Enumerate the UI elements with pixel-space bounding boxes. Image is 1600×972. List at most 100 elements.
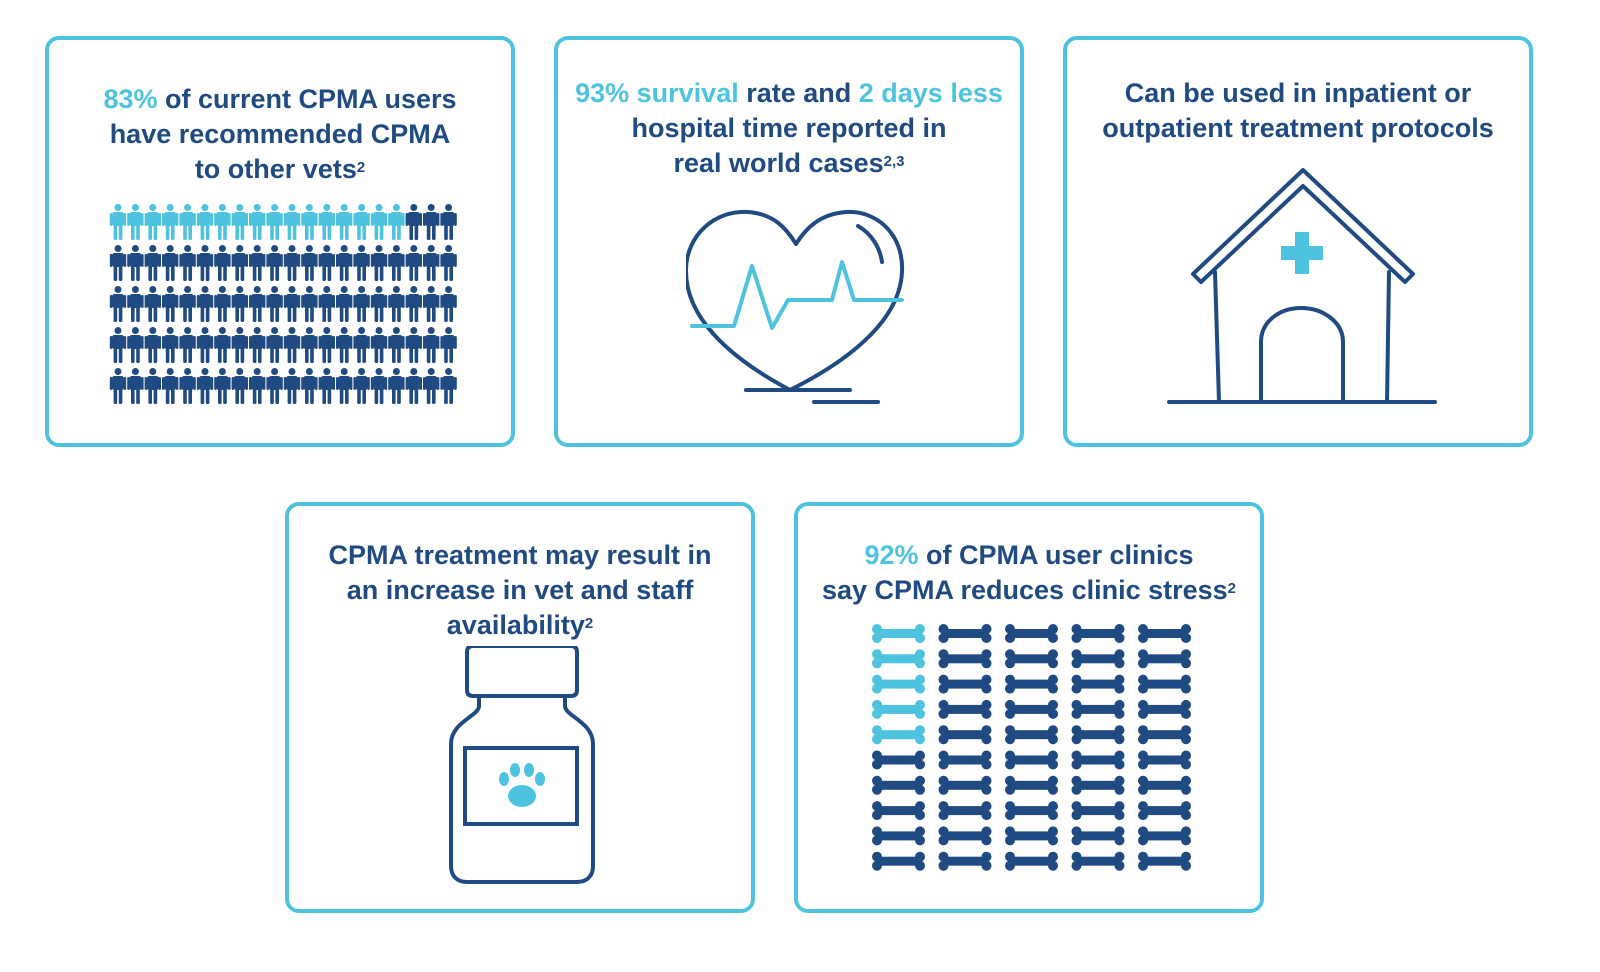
footnote-ref: 2 [356,159,366,176]
heartbeat-icon [686,206,916,406]
bone-icon [1071,826,1125,846]
bone-icon [1138,750,1191,770]
stat-highlight: 2 days less [858,78,1003,108]
person-icon [109,368,127,404]
bone-icon [938,826,992,846]
person-icon [353,286,370,322]
person-icon [423,368,440,404]
stat-card-availability: CPMA treatment may result in an increase… [285,502,755,913]
person-icon [388,286,405,322]
bone-icon [872,699,925,719]
person-icon [370,368,388,404]
person-icon [179,245,196,281]
bone-icon [1005,750,1058,770]
person-icon [388,327,405,363]
person-icon [127,245,144,281]
person-icon [301,368,318,404]
person-icon [336,286,353,322]
bone-icon [938,775,992,795]
bone-icon [1005,725,1058,745]
person-icon [353,204,370,240]
person-icon [318,245,335,281]
bone-icon [938,624,992,643]
person-icon [109,245,127,281]
person-icon [231,368,248,404]
person-icon [440,204,457,240]
person-icon [370,327,388,363]
person-icon [196,245,214,281]
person-icon [214,327,231,363]
person-icon [249,286,266,322]
person-icon [144,286,161,322]
person-icon [301,245,318,281]
bone-icon [1071,851,1125,871]
people-grid-icon [109,202,459,407]
bone-icon [1071,649,1125,669]
bone-icon [938,801,992,821]
bone-icon [1138,624,1191,643]
person-icon [301,327,318,363]
card-caption: CPMA treatment may result in an increase… [328,540,712,640]
person-icon [214,368,231,404]
bone-icon [1071,699,1125,719]
person-icon [370,245,388,281]
bone-icon [872,649,925,669]
person-icon [440,327,457,363]
person-icon [127,327,144,363]
person-icon [214,245,231,281]
person-icon [440,286,457,322]
person-icon [162,286,179,322]
card-caption: 83% of current CPMA users have recommend… [103,84,457,184]
person-icon [179,327,196,363]
person-icon [231,327,248,363]
person-icon [301,204,318,240]
bone-icon [1005,826,1058,846]
bone-icon [938,750,992,770]
bone-icon [872,801,925,821]
stat-highlight: 92% [864,540,919,570]
person-icon [318,286,335,322]
person-icon [405,286,422,322]
person-icon [231,286,248,322]
person-icon [179,204,196,240]
bone-icon [872,826,925,846]
bone-icon [1005,674,1058,694]
person-icon [249,368,266,404]
stat-card-recommended: 83% of current CPMA users have recommend… [45,36,515,447]
bone-icon [872,775,925,795]
bone-icon [1138,801,1191,821]
person-icon [162,327,179,363]
person-icon [196,327,214,363]
bones-grid-icon [870,622,1196,872]
person-icon [353,368,370,404]
person-icon [336,368,353,404]
person-icon [353,245,370,281]
person-icon [266,327,283,363]
person-icon [109,204,127,240]
person-icon [405,245,422,281]
bone-icon [1138,649,1191,669]
person-icon [405,368,422,404]
card-caption: 92% of CPMA user clinics say CPMA reduce… [821,540,1237,605]
person-icon [231,245,248,281]
person-icon [283,245,301,281]
bone-icon [938,725,992,745]
person-icon [388,368,405,404]
bone-icon [1071,624,1125,643]
person-icon [318,327,335,363]
bone-icon [872,851,925,871]
bone-icon [1138,775,1191,795]
person-icon [336,204,353,240]
bone-icon [1071,775,1125,795]
person-icon [283,286,301,322]
person-icon [405,327,422,363]
veterinary-clinic-house-icon [1167,164,1439,410]
person-icon [388,204,405,240]
person-icon [162,368,179,404]
footnote-ref: 2,3 [883,153,905,170]
person-icon [249,204,266,240]
person-icon [301,286,318,322]
person-icon [231,204,248,240]
bone-icon [1005,699,1058,719]
bone-icon [1071,725,1125,745]
